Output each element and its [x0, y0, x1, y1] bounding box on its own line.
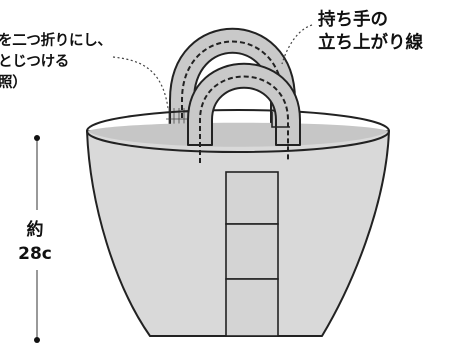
bag-opening [86, 109, 390, 153]
rise-note-line2: 立ち上がり線 [318, 33, 423, 53]
panel-section-bottom [225, 278, 279, 337]
bag-rim-band [87, 122, 389, 147]
fold-note-line3: 照） [0, 75, 27, 91]
rise-note-line1: 持ち手の [318, 10, 388, 30]
height-approx-label: 約 [26, 220, 44, 240]
front-handle-stitch-line [199, 75, 289, 163]
fold-note-leader [112, 56, 169, 109]
height-dimension [34, 135, 40, 343]
height-label: 約 28c [6, 218, 64, 266]
panel-section-top [225, 171, 279, 225]
front-handle [187, 62, 301, 163]
rise-note-leader [281, 24, 313, 65]
rise-line-note-label: 持ち手の 立ち上がり線 [318, 9, 423, 55]
rise-line-marker [271, 112, 290, 128]
fold-note-line1: を二つ折りにし、 [0, 33, 112, 49]
height-value-label: 28c [18, 244, 52, 264]
front-panel [225, 171, 279, 337]
panel-section-middle [225, 223, 279, 280]
height-dimension-bottom-dot [34, 337, 40, 343]
fold-note-label: を二つ折りにし、 とじつける 照） [0, 31, 112, 94]
fold-note-line2: とじつける [0, 54, 69, 70]
height-dimension-top-dot [34, 135, 40, 141]
